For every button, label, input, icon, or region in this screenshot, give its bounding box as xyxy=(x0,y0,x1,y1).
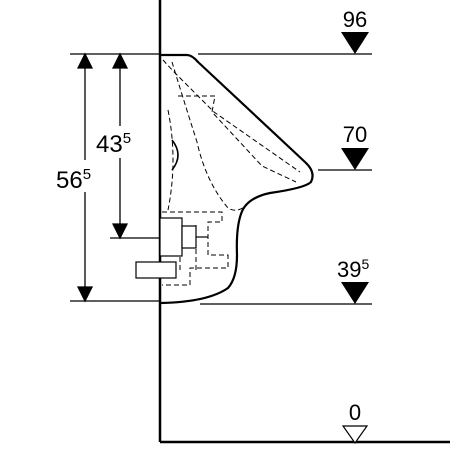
elevation-lip-marker xyxy=(341,148,369,170)
label-mask-inner xyxy=(94,126,148,158)
elevation-top: 96 xyxy=(198,7,372,55)
urinal-outline xyxy=(160,53,314,305)
spreader-channel xyxy=(178,95,297,183)
elevation-bottom-marker xyxy=(341,282,369,304)
arrowhead-bottom-inner xyxy=(111,223,129,240)
elevation-bottom: 395 xyxy=(200,256,372,305)
dimension-overall-height xyxy=(70,52,160,303)
elevation-top-label: 96 xyxy=(343,7,367,32)
outlet-connection xyxy=(135,139,208,279)
inlet-oval xyxy=(171,139,179,171)
label-mask-overall xyxy=(56,160,110,192)
arrowhead-top-inner xyxy=(111,52,129,69)
outlet-spigot xyxy=(181,225,197,249)
hidden-lines xyxy=(162,59,301,286)
elevation-lip-label: 70 xyxy=(343,122,367,147)
trap-outline xyxy=(162,211,229,286)
elevation-top-marker xyxy=(341,32,369,54)
elevation-floor-label: 0 xyxy=(349,400,361,425)
dimension-overall-height-label: 565 xyxy=(56,166,91,194)
dimension-inner-height-label: 435 xyxy=(96,130,131,158)
arrowhead-bottom-overall xyxy=(76,286,94,303)
elevation-lip: 70 xyxy=(318,122,372,171)
elevation-floor: 0 xyxy=(341,400,369,445)
elevation-bottom-label: 395 xyxy=(337,256,369,282)
rim-channel xyxy=(162,59,301,173)
elevation-floor-marker xyxy=(341,425,369,445)
waste-bend xyxy=(135,261,177,279)
inner-bowl xyxy=(171,61,251,211)
arrowhead-top-overall xyxy=(76,52,94,69)
back-cavity xyxy=(167,109,174,211)
outlet-flange xyxy=(159,217,183,257)
